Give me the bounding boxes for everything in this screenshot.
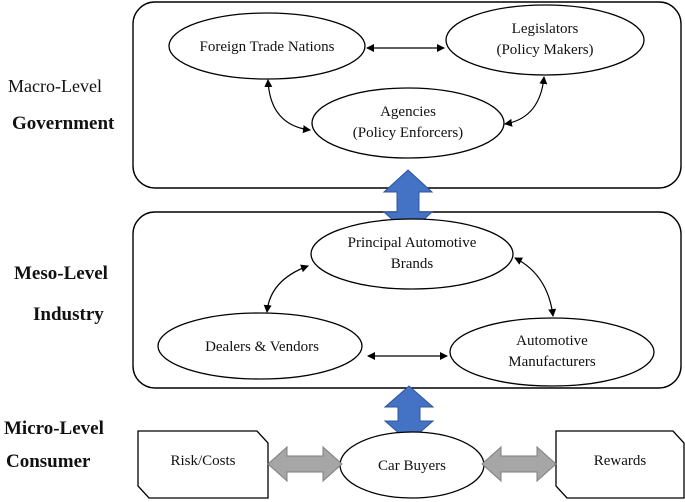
automotive-label: Automotive: [516, 333, 588, 349]
foreign-trade-nations-label: Foreign Trade Nations: [200, 39, 335, 55]
dealers-vendors-label: Dealers & Vendors: [205, 339, 319, 355]
consumer-label: Consumer: [6, 451, 91, 472]
risk-costs-label: Risk/Costs: [170, 453, 235, 469]
macro-level-label: Macro-Level: [8, 76, 102, 96]
micro-level-label: Micro-Level: [4, 418, 104, 439]
brands-label: Brands: [391, 256, 434, 272]
policy-enforcers-label: (Policy Enforcers): [353, 125, 463, 141]
dealers-vendors-node: [157, 312, 363, 380]
principal-brands-label: Principal Automotive: [348, 235, 477, 251]
government-label: Government: [12, 113, 115, 134]
buyers-rewards-arrow: [481, 445, 557, 483]
policy-makers-label: (Policy Makers): [496, 42, 593, 58]
rewards-label: Rewards: [594, 453, 647, 469]
trade-agencies-connector: [264, 79, 311, 134]
manufacturers-label: Manufacturers: [508, 354, 596, 370]
agencies-label: Agencies: [380, 104, 436, 120]
principal-brands-node: [310, 218, 514, 290]
risk-buyers-arrow: [267, 445, 343, 483]
foreign-trade-nations-node: [168, 12, 366, 80]
meso-level-label: Meso-Level: [14, 263, 108, 284]
agencies-node: [311, 87, 505, 159]
automotive-manufacturers-node: [449, 317, 655, 387]
rewards-box: [555, 430, 685, 499]
car-buyers-label: Car Buyers: [378, 458, 446, 474]
risk-costs-box: [137, 430, 269, 499]
brands-manufacturers-connector: [514, 257, 557, 317]
legislators-label: Legislators: [512, 21, 579, 37]
industry-label: Industry: [33, 304, 104, 325]
brands-dealers-connector: [263, 264, 309, 313]
legislators-node: [445, 4, 645, 76]
legislators-agencies-connector: [504, 76, 548, 127]
